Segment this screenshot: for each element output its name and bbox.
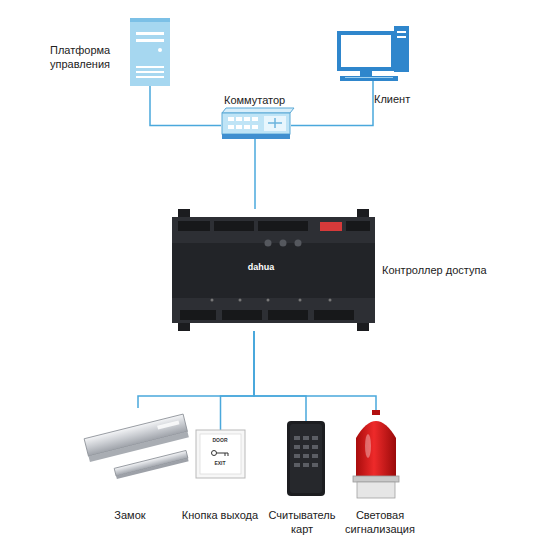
node-label: Коммутатор bbox=[224, 93, 314, 107]
client-node: Клиент bbox=[337, 26, 409, 81]
card-reader-node: Считыватель карт bbox=[287, 421, 325, 496]
brand-logo: dahua bbox=[236, 262, 286, 273]
warning-light-node: Световая сигнализация bbox=[352, 410, 400, 498]
computer-icon bbox=[337, 26, 409, 81]
controller-device bbox=[172, 209, 375, 331]
network-wire bbox=[150, 86, 221, 126]
magnetic-lock bbox=[84, 414, 194, 484]
network-wire bbox=[254, 331, 376, 410]
node-label: Контроллер доступа bbox=[382, 263, 522, 277]
node-label: Клиент bbox=[374, 92, 434, 106]
warning-light bbox=[353, 410, 399, 498]
network-wire bbox=[221, 331, 255, 430]
exit-button bbox=[196, 430, 245, 478]
network-wire bbox=[291, 81, 373, 126]
button-text: EXIT bbox=[205, 460, 235, 467]
network-wire bbox=[254, 331, 306, 421]
lock-node: Замок bbox=[86, 408, 190, 478]
server-icon bbox=[130, 18, 170, 86]
node-label: Считыватель карт bbox=[264, 508, 340, 536]
switch-icon bbox=[222, 108, 294, 139]
server-node: Платформа управления bbox=[130, 18, 170, 86]
node-label: Световая сигнализация bbox=[333, 508, 427, 536]
node-label: Замок bbox=[90, 508, 170, 522]
network-wire bbox=[255, 139, 256, 209]
button-text: DOOR bbox=[205, 437, 235, 444]
card-reader bbox=[287, 421, 325, 496]
node-label: Платформа управления bbox=[50, 43, 122, 71]
node-label: Кнопка выхода bbox=[165, 508, 275, 522]
switch-node: Коммутатор bbox=[221, 108, 291, 139]
